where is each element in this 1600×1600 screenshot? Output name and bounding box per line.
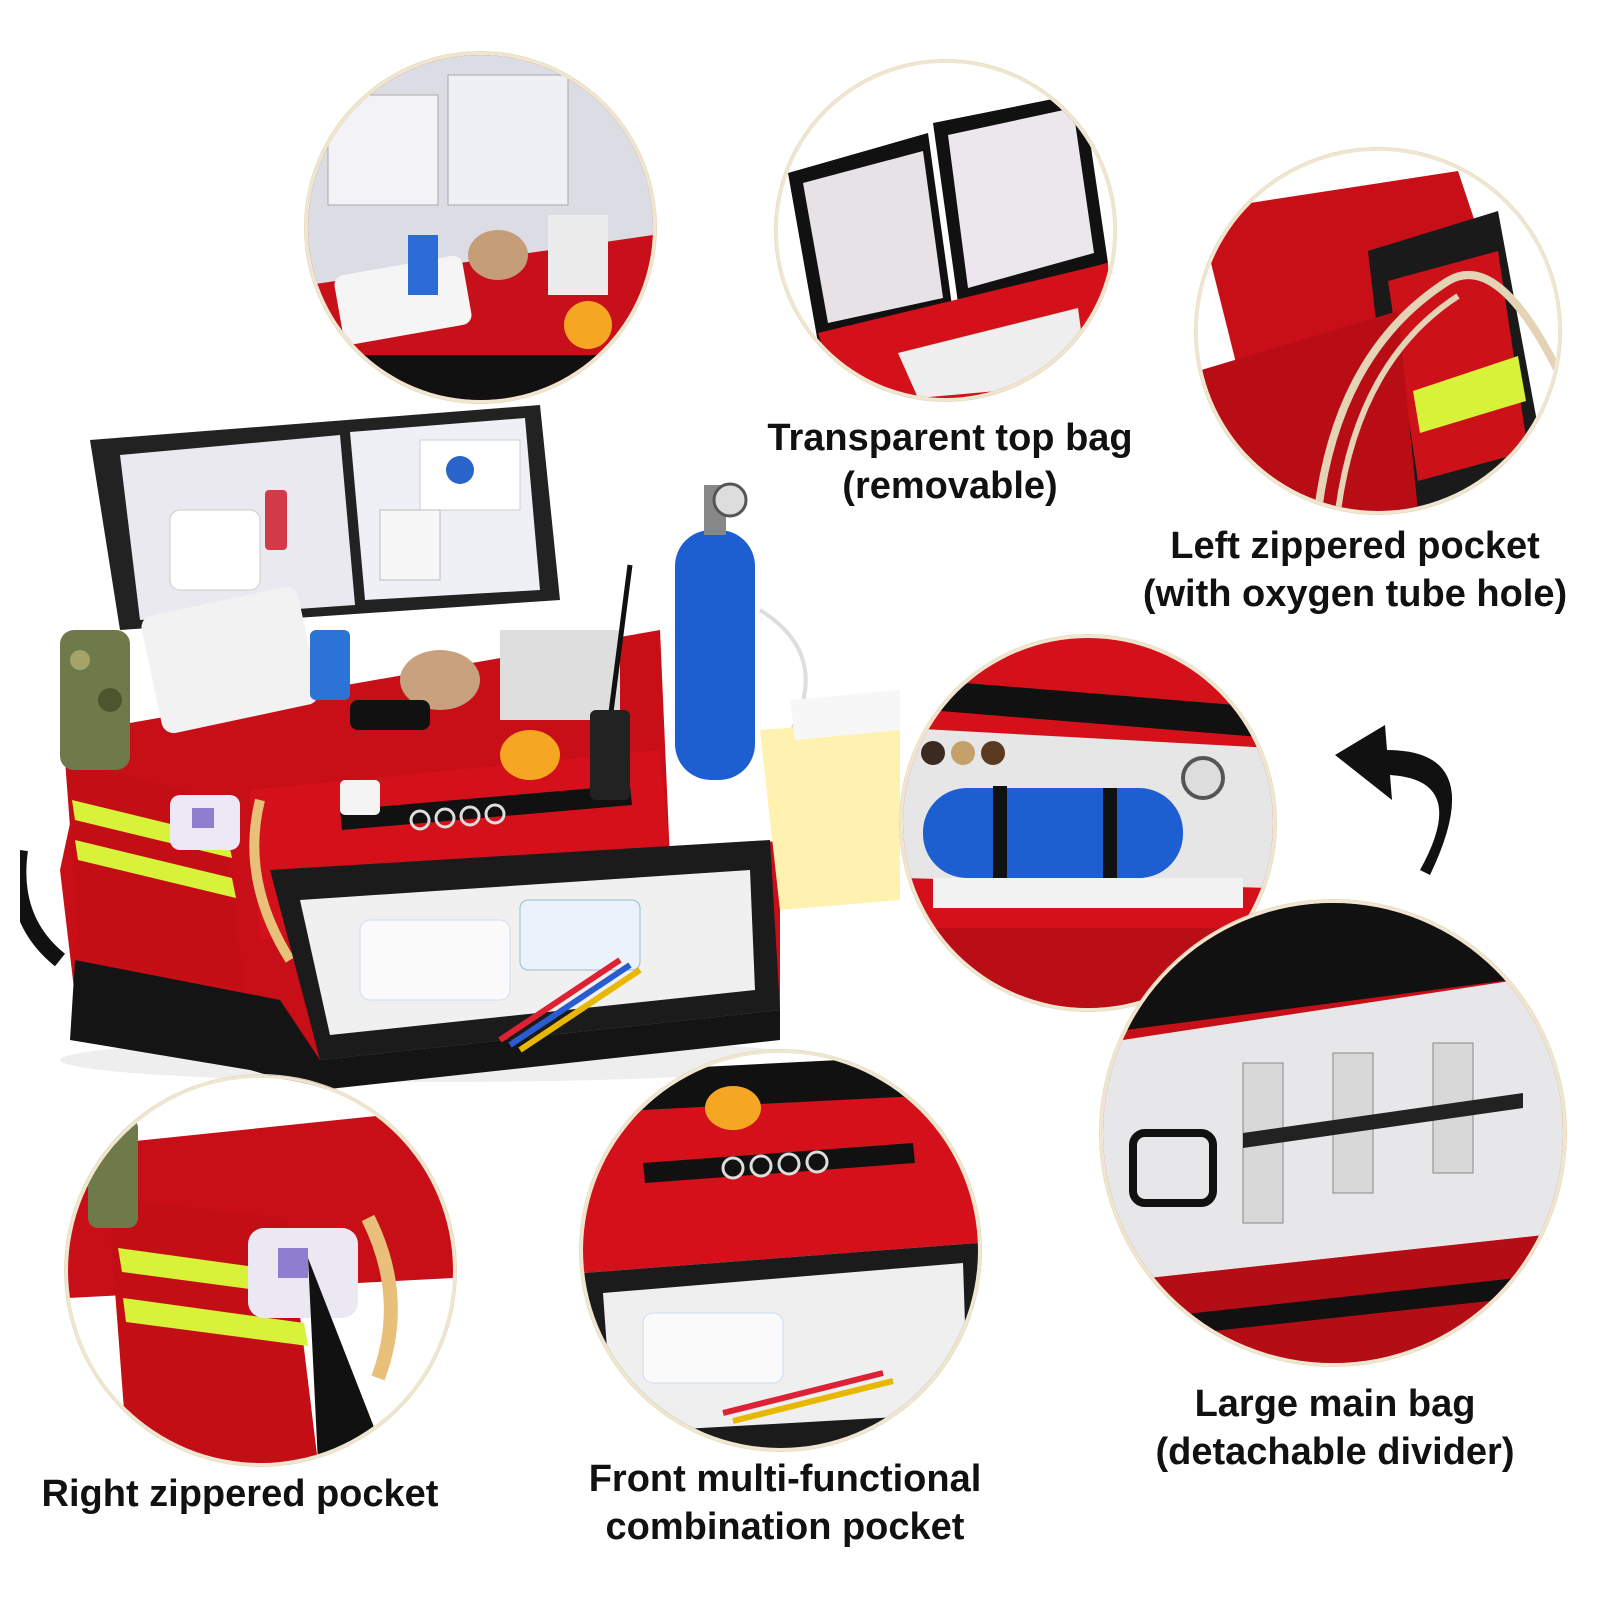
detail-circle-oxygen-inside <box>900 635 1276 1011</box>
caption-line: (detachable divider) <box>1155 1431 1515 1473</box>
caption-line: Transparent top bag <box>767 417 1133 459</box>
caption-large-main-bag: Large main bag (detachable divider) <box>1120 1380 1550 1476</box>
caption-line: (with oxygen tube hole) <box>1142 573 1568 615</box>
caption-right-zippered-pocket: Right zippered pocket <box>25 1470 455 1518</box>
caption-left-zippered-pocket: Left zippered pocket (with oxygen tube h… <box>1125 522 1585 618</box>
caption-line: (removable) <box>842 465 1058 507</box>
detail-circle-right-pocket <box>65 1075 456 1466</box>
curved-arrow-icon <box>1330 720 1470 880</box>
caption-front-pocket: Front multi-functional combination pocke… <box>560 1455 1010 1551</box>
caption-line: Large main bag <box>1194 1383 1476 1425</box>
caption-line: Left zippered pocket <box>1170 525 1540 567</box>
detail-circle-left-pocket <box>1195 148 1561 514</box>
detail-circle-transparent-bag <box>775 60 1116 401</box>
caption-line: Right zippered pocket <box>41 1473 439 1515</box>
detail-circle-front-pocket <box>580 1050 981 1451</box>
caption-transparent-top-bag: Transparent top bag (removable) <box>740 414 1160 510</box>
caption-line: Front multi-functional <box>588 1458 982 1500</box>
detail-circle-top-contents <box>305 52 656 403</box>
caption-line: combination pocket <box>605 1506 965 1548</box>
detail-circle-main-dividers <box>1100 900 1566 1366</box>
main-bag-photo <box>20 400 900 1090</box>
